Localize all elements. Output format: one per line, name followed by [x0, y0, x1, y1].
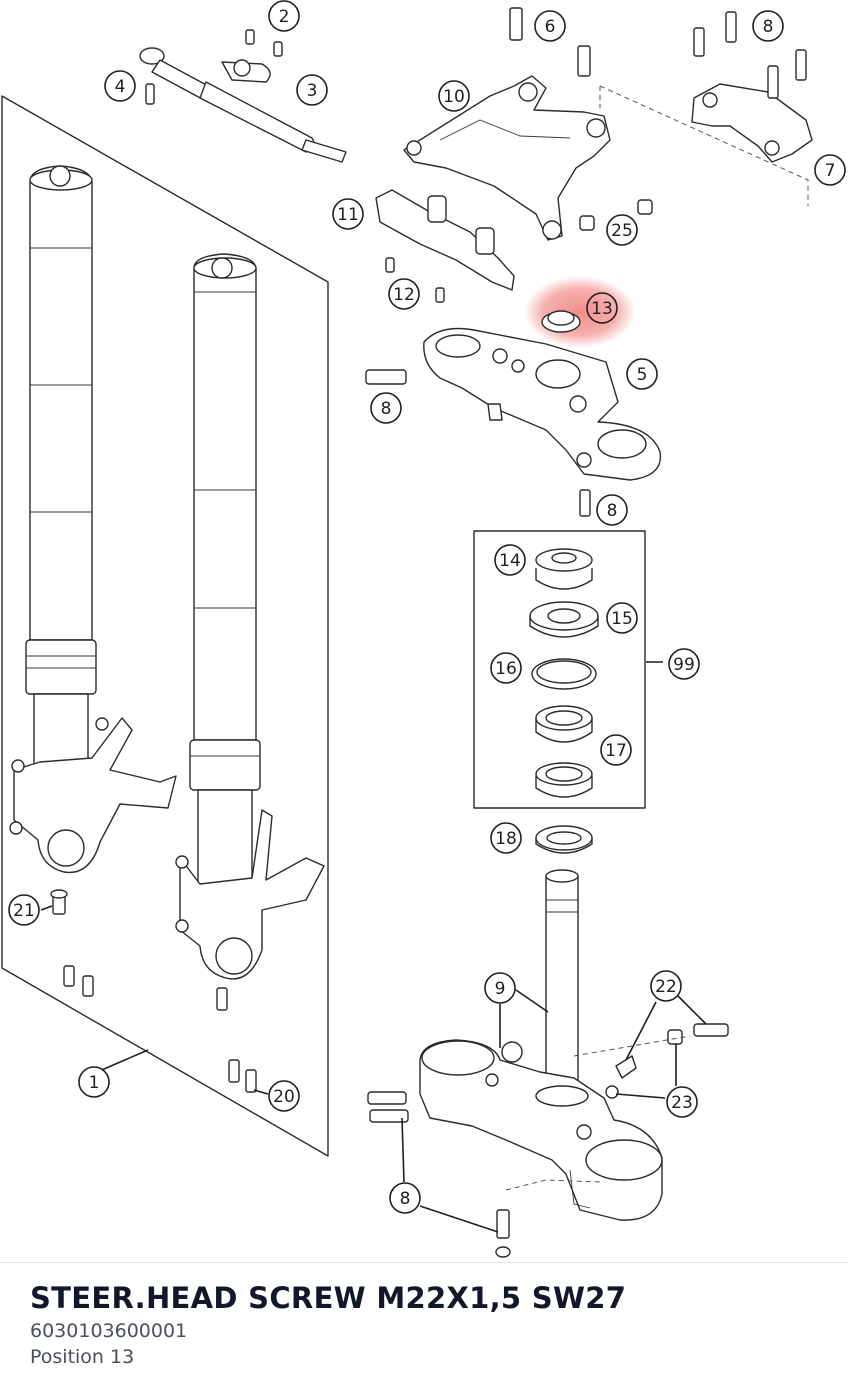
svg-text:16: 16 [495, 659, 517, 679]
callout-99[interactable]: 99 [668, 648, 700, 680]
svg-text:21: 21 [13, 901, 35, 921]
svg-text:10: 10 [443, 87, 465, 107]
callout-8-top[interactable]: 8 [752, 10, 784, 42]
svg-text:2: 2 [279, 7, 290, 27]
callout-20[interactable]: 20 [268, 1080, 300, 1112]
part-info-panel: STEER.HEAD SCREW M22X1,5 SW27 6030103600… [0, 1262, 848, 1391]
part-position: Position 13 [30, 1346, 135, 1368]
svg-text:11: 11 [337, 205, 359, 225]
bracket-11[interactable] [375, 189, 515, 291]
callout-10[interactable]: 10 [438, 80, 470, 112]
svg-text:22: 22 [655, 977, 677, 997]
callout-12[interactable]: 12 [388, 278, 420, 310]
svg-text:8: 8 [607, 501, 618, 521]
fork-legs[interactable] [1, 95, 329, 1157]
steering-damper[interactable] [139, 29, 347, 163]
callout-11[interactable]: 11 [332, 198, 364, 230]
handlebar-mount-10[interactable] [403, 75, 611, 241]
svg-text:14: 14 [499, 551, 521, 571]
exploded-parts-diagram: 1 2 3 4 5 6 7 8 8 8 8 9 10 11 12 13 14 1… [1, 0, 846, 1258]
callout-9[interactable]: 9 [484, 972, 516, 1004]
svg-text:25: 25 [611, 221, 633, 241]
svg-text:6: 6 [545, 17, 556, 37]
callout-1[interactable]: 1 [78, 1066, 110, 1098]
callout-17[interactable]: 17 [600, 734, 632, 766]
svg-text:13: 13 [591, 299, 613, 319]
callout-16[interactable]: 16 [490, 652, 522, 684]
callout-14[interactable]: 14 [494, 544, 526, 576]
callout-8-left[interactable]: 8 [370, 392, 402, 424]
callout-4[interactable]: 4 [104, 70, 136, 102]
callout-8-mid[interactable]: 8 [596, 494, 628, 526]
svg-text:20: 20 [273, 1087, 295, 1107]
svg-text:5: 5 [637, 365, 648, 385]
steering-head-screw-13[interactable] [524, 276, 636, 348]
leader-lines [40, 661, 707, 1233]
svg-text:7: 7 [825, 161, 836, 181]
part-name: STEER.HEAD SCREW M22X1,5 SW27 [30, 1281, 627, 1315]
svg-text:23: 23 [671, 1093, 693, 1113]
upper-triple-clamp[interactable] [365, 327, 662, 517]
part-number: 6030103600001 [30, 1320, 188, 1342]
callout-7[interactable]: 7 [814, 154, 846, 186]
callout-2[interactable]: 2 [268, 0, 300, 32]
svg-text:9: 9 [495, 979, 506, 999]
lower-triple-clamp[interactable] [367, 869, 729, 1258]
svg-text:8: 8 [381, 399, 392, 419]
svg-text:18: 18 [495, 829, 517, 849]
svg-text:4: 4 [115, 77, 126, 97]
callout-18[interactable]: 18 [490, 822, 522, 854]
callout-13[interactable]: 13 [586, 292, 618, 324]
callout-3[interactable]: 3 [296, 74, 328, 106]
clamp-7[interactable] [691, 11, 813, 163]
bolt-21[interactable] [50, 889, 68, 915]
callout-23[interactable]: 23 [666, 1086, 698, 1118]
seal-18[interactable] [535, 825, 593, 854]
svg-text:8: 8 [763, 17, 774, 37]
callout-15[interactable]: 15 [606, 602, 638, 634]
callout-6[interactable]: 6 [534, 10, 566, 42]
svg-text:17: 17 [605, 741, 627, 761]
svg-text:99: 99 [673, 655, 695, 675]
svg-text:12: 12 [393, 285, 415, 305]
callout-5[interactable]: 5 [626, 358, 658, 390]
svg-text:1: 1 [89, 1073, 100, 1093]
bearing-kit[interactable] [473, 530, 646, 809]
callout-22[interactable]: 22 [650, 970, 682, 1002]
svg-text:15: 15 [611, 609, 633, 629]
svg-text:3: 3 [307, 81, 318, 101]
callout-25[interactable]: 25 [606, 214, 638, 246]
callout-8-bottom[interactable]: 8 [389, 1182, 421, 1214]
svg-text:8: 8 [400, 1189, 411, 1209]
callout-21[interactable]: 21 [8, 894, 40, 926]
